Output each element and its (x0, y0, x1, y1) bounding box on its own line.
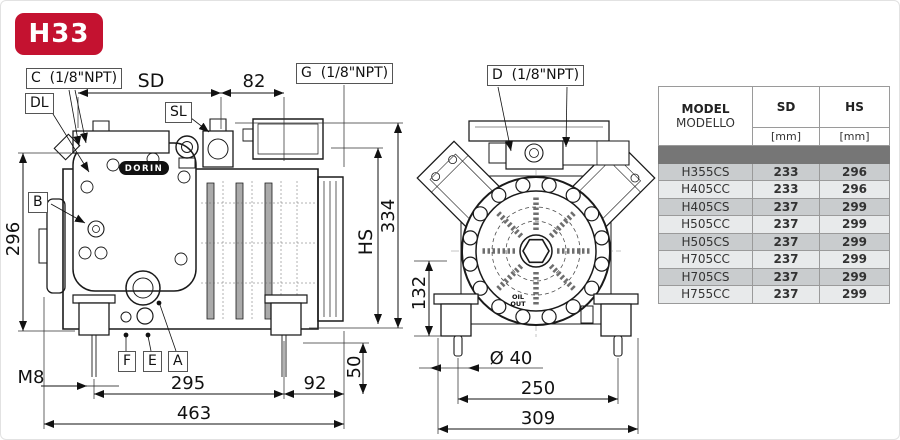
dim-50: 50 (344, 355, 365, 379)
side-view (39, 119, 343, 377)
table-separator (658, 145, 890, 164)
model-cell: H405CC (658, 180, 753, 199)
model-cell: H705CC (658, 250, 753, 269)
model-cell: H405CS (658, 197, 753, 216)
dim-334: 334 (378, 198, 399, 234)
model-cell: H755CC (658, 285, 753, 304)
table-row: H405CS 237 299 (658, 197, 890, 216)
port-label-d: D (1/8"NPT) (487, 65, 585, 86)
hs-cell: 299 (819, 250, 890, 269)
dim-309: 309 (520, 408, 556, 429)
port-label-dl: DL (25, 93, 54, 114)
sd-cell: 237 (752, 250, 820, 269)
model-series-badge: H33 (15, 13, 103, 55)
unit-sd: [mm] (752, 127, 820, 146)
hs-cell: 299 (819, 232, 890, 251)
hs-cell: 296 (819, 162, 890, 181)
hs-cell: 299 (819, 215, 890, 234)
header-hs: HS (819, 86, 890, 128)
unit-hs: [mm] (819, 127, 890, 146)
dim-hs: HS (355, 228, 377, 256)
table-row: H705CS 237 299 (658, 267, 890, 286)
model-cell: H505CS (658, 232, 753, 251)
port-label-c: C (1/8"NPT) (26, 68, 123, 89)
sd-cell: 237 (752, 285, 820, 304)
model-cell: H705CS (658, 267, 753, 286)
table-row: H405CC 233 296 (658, 180, 890, 199)
dorin-logo-text: DORIN (125, 164, 164, 174)
hs-cell: 296 (819, 180, 890, 199)
dim-250: 250 (520, 378, 556, 399)
dim-92: 92 (303, 373, 327, 394)
dim-463: 463 (176, 403, 212, 424)
table-row: H705CC 237 299 (658, 250, 890, 269)
oil-out-text: OUT (510, 300, 526, 308)
header-model: MODEL MODELLO (658, 86, 753, 146)
dim-295: 295 (170, 373, 206, 394)
hs-cell: 299 (819, 285, 890, 304)
oil-out-text: OIL (512, 293, 524, 301)
sd-cell: 233 (752, 162, 820, 181)
table-row: H355CS 233 296 (658, 162, 890, 181)
hs-cell: 299 (819, 267, 890, 286)
model-cell: H505CC (658, 215, 753, 234)
table-row: H505CS 237 299 (658, 232, 890, 251)
dimension-lines (18, 85, 638, 434)
port-label-a: A (168, 351, 188, 372)
table-row: H755CC 237 299 (658, 285, 890, 304)
front-view (417, 121, 654, 356)
dim-296: 296 (3, 221, 24, 257)
sd-cell: 237 (752, 197, 820, 216)
dim-82: 82 (242, 71, 266, 92)
model-cell: H355CS (658, 162, 753, 181)
port-label-g: G (1/8"NPT) (296, 63, 394, 84)
table-row: H505CC 237 299 (658, 215, 890, 234)
port-label-e: E (143, 351, 162, 372)
dim-132: 132 (409, 275, 430, 311)
port-label-b: B (28, 192, 48, 213)
sd-cell: 237 (752, 267, 820, 286)
port-label-sl: SL (165, 102, 192, 123)
sd-cell: 237 (752, 215, 820, 234)
header-sd: SD (752, 86, 820, 128)
port-label-f: F (118, 351, 137, 372)
model-dimensions-table: MODEL MODELLO SD HS [mm] [mm] H355CS 233… (658, 86, 890, 304)
dim-m8: M8 (17, 367, 45, 388)
sd-cell: 237 (752, 232, 820, 251)
dim-dia40: Ø 40 (489, 348, 533, 369)
dim-sd: SD (137, 70, 165, 92)
hs-cell: 299 (819, 197, 890, 216)
sd-cell: 233 (752, 180, 820, 199)
